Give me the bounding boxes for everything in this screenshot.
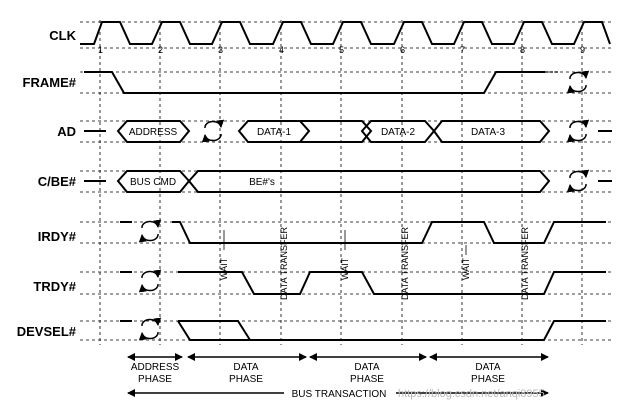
- data-transfer-label: DATA TRANSFER: [279, 226, 289, 300]
- svg-text:PHASE: PHASE: [138, 374, 172, 385]
- clock-numbers: 1 2 3 4 5 6 7 8 9: [98, 45, 585, 55]
- svg-text:PHASE: PHASE: [229, 374, 263, 385]
- devsel-waveform: [120, 320, 606, 341]
- turnaround-icon: [201, 119, 225, 143]
- clk-waveform: [80, 21, 611, 45]
- svg-text:DATA: DATA: [354, 362, 380, 373]
- svg-text:DATA: DATA: [475, 362, 501, 373]
- data1-segment: [237, 120, 311, 143]
- cbe-be-value: BE#'s: [249, 177, 275, 188]
- svg-text:PHASE: PHASE: [471, 374, 505, 385]
- ad-address-value: ADDRESS: [129, 127, 178, 138]
- ad-data2-value: DATA-2: [381, 127, 416, 138]
- ad-data1-value: DATA-1: [257, 127, 292, 138]
- wait-annotation: WAIT: [219, 230, 229, 280]
- data-transfer-label: DATA TRANSFER: [520, 226, 530, 300]
- ad-label: AD: [57, 124, 76, 139]
- wait-annotation: WAIT: [340, 230, 350, 280]
- phase-arrows: [127, 353, 549, 397]
- clock-number: 7: [460, 45, 465, 55]
- ad-waveform: [84, 120, 612, 143]
- data3-segment: [432, 120, 551, 143]
- wait-annotation: WAIT: [461, 245, 471, 280]
- clock-number: 5: [339, 45, 344, 55]
- trdy-waveform: [120, 271, 606, 295]
- frame-label: FRAME#: [23, 75, 77, 90]
- clk-label: CLK: [49, 28, 76, 43]
- irdy-waveform: [120, 221, 606, 244]
- clock-number: 9: [580, 45, 585, 55]
- cbe-label: C/BE#: [38, 174, 77, 189]
- wait-label: WAIT: [461, 257, 471, 280]
- clock-number: 4: [279, 45, 284, 55]
- data-transfer-annotation: DATA TRANSFER: [400, 226, 410, 300]
- address-phase-label: ADDRESS PHASE: [131, 362, 180, 385]
- clock-number: 8: [520, 45, 525, 55]
- wait-label: WAIT: [340, 257, 350, 280]
- irdy-label: IRDY#: [38, 229, 77, 244]
- turnaround-icon: [138, 317, 162, 341]
- turnaround-icon: [566, 119, 590, 143]
- clock-edge-lines: [99, 20, 583, 345]
- devsel-alt-timing: [178, 320, 251, 341]
- turnaround-icon: [566, 169, 590, 193]
- data-transfer-label: DATA TRANSFER: [400, 226, 410, 300]
- turnaround-icon: [138, 219, 162, 243]
- bus-transaction-label: BUS TRANSACTION: [292, 389, 387, 400]
- frame-waveform: [84, 71, 545, 94]
- svg-text:DATA: DATA: [233, 362, 259, 373]
- ad-data3-value: DATA-3: [471, 127, 506, 138]
- clock-number: 1: [98, 45, 103, 55]
- turnaround-icon: [566, 70, 590, 94]
- data-phase-label: DATA PHASE: [229, 362, 263, 385]
- turnaround-icon: [138, 269, 162, 293]
- data-phase-label: DATA PHASE: [350, 362, 384, 385]
- data-phase-label: DATA PHASE: [471, 362, 505, 385]
- clock-number: 2: [158, 45, 163, 55]
- svg-text:ADDRESS: ADDRESS: [131, 362, 180, 373]
- cbe-bus-cmd-value: BUS CMD: [130, 177, 176, 188]
- cbe-waveform: [84, 170, 612, 193]
- data-transfer-annotation: DATA TRANSFER: [279, 226, 289, 300]
- devsel-label: DEVSEL#: [17, 324, 77, 339]
- svg-text:PHASE: PHASE: [350, 374, 384, 385]
- trdy-label: TRDY#: [33, 279, 76, 294]
- wait-label: WAIT: [219, 257, 229, 280]
- data-transfer-annotation: DATA TRANSFER: [520, 226, 530, 300]
- watermark: https://blog.csdn.net/anqi8955: [398, 388, 545, 400]
- address-segment: [116, 120, 191, 143]
- clock-number: 3: [218, 45, 223, 55]
- clock-number: 6: [400, 45, 405, 55]
- be-segment: [187, 170, 551, 193]
